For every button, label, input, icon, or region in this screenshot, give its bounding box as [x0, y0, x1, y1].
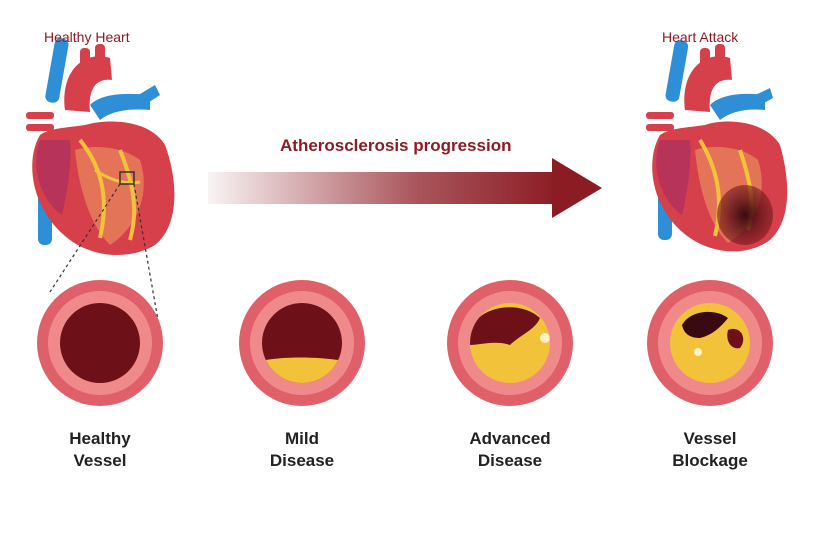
caption-healthy-vessel: Healthy Vessel [25, 428, 175, 472]
infarct-area [717, 185, 773, 245]
caption-advanced-disease: Advanced Disease [435, 428, 585, 472]
healthy-heart-title: Healthy Heart [44, 29, 130, 45]
caption-line-1: Advanced [469, 429, 551, 448]
heart-attack-title: Heart Attack [662, 29, 739, 45]
caption-mild-disease: Mild Disease [227, 428, 377, 472]
caption-line-2: Disease [477, 451, 543, 470]
caption-line-1: Healthy [69, 429, 131, 448]
vessel-mild-disease [239, 280, 365, 406]
caption-line-2: Vessel [73, 451, 127, 470]
caption-vessel-blockage: Vessel Blockage [635, 428, 785, 472]
progression-arrow [208, 158, 602, 218]
caption-line-2: Blockage [672, 451, 748, 470]
caption-line-1: Mild [285, 429, 319, 448]
progression-label: Atherosclerosis progression [280, 136, 512, 155]
caption-line-1: Vessel [683, 429, 737, 448]
vessel-blockage [647, 280, 773, 406]
heart-attack-illustration [646, 40, 788, 252]
vessel-healthy [37, 280, 163, 406]
caption-line-2: Disease [269, 451, 335, 470]
vessel-advanced-disease [447, 280, 573, 406]
healthy-heart-illustration [26, 38, 175, 321]
